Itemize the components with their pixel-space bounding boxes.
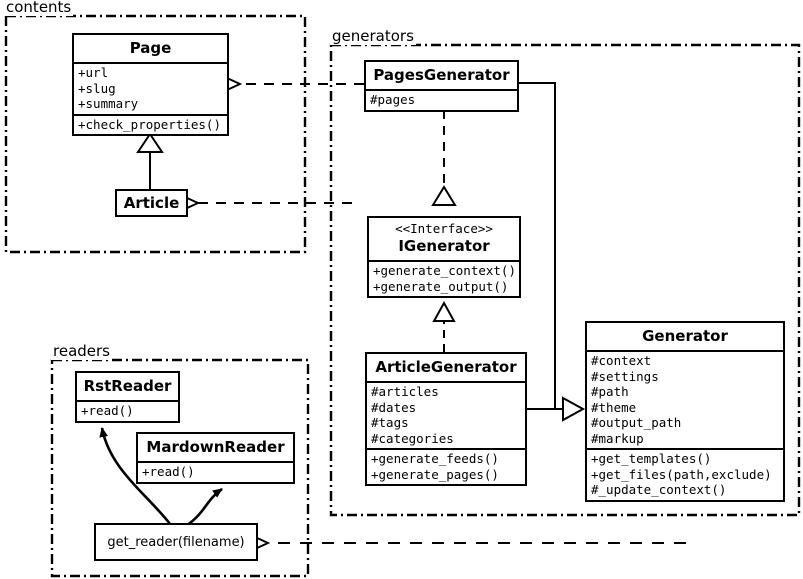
class-articlegenerator-attribute: #dates [371,399,417,415]
class-rstreader-title: RstReader [83,377,172,395]
class-page-method: +check_properties() [78,116,221,132]
class-mardownreader-title: MardownReader [146,438,285,456]
class-page-attribute: +slug [78,80,116,96]
class-article-title: Article [123,194,180,212]
package-label-contents: contents [4,0,74,16]
class-generator-method: #_update_context() [591,482,727,497]
class-articlegenerator[interactable]: ArticleGenerator #articles #dates #tags … [365,352,527,486]
class-articlegenerator-method: +generate_pages() [371,466,499,482]
class-articlegenerator-attribute: #categories [371,430,454,446]
package-label-generators: generators [330,27,416,45]
class-generator-attribute: #markup [591,430,644,446]
class-pagesgenerator-attribute: #pages [370,92,416,107]
class-generator-method: +get_templates() [591,451,712,466]
class-igenerator-title: IGenerator [398,237,490,255]
realization-articlegenerator-to-igenerator [432,300,456,352]
class-pagesgenerator-attributes: #pages [366,89,517,110]
class-page-methods: +check_properties() [74,113,227,135]
class-generator-attribute: #path [591,384,629,399]
class-article[interactable]: Article [115,189,188,217]
class-generator-attribute: #theme [591,399,637,415]
class-generator-method: +get_files(path,exclude) [591,466,772,482]
class-articlegenerator-title: ArticleGenerator [375,358,517,376]
class-articlegenerator-attribute: #articles [371,384,439,399]
class-mardownreader[interactable]: MardownReader +read() [136,432,295,484]
realization-pagesgenerator-to-igenerator [431,110,457,206]
class-page-title: Page [129,39,172,57]
class-articlegenerator-method: +generate_feeds() [371,451,499,466]
class-articlegenerator-methods: +generate_feeds() +generate_pages() [367,448,525,484]
class-articlegenerator-attributes: #articles #dates #tags #categories [367,381,525,448]
class-page[interactable]: Page +url +slug +summary +check_properti… [72,33,229,136]
class-generator-attribute: #context [591,353,652,368]
class-igenerator-method: +generate_context() [373,263,516,278]
class-igenerator-methods: +generate_context() +generate_output() [369,260,519,296]
class-page-attribute: +summary [78,96,139,111]
class-rstreader-method: +read() [81,403,134,418]
class-mardownreader-methods: +read() [138,461,293,482]
class-pagesgenerator-title: PagesGenerator [373,66,510,84]
class-generator[interactable]: Generator #context #settings #path #them… [585,321,785,502]
association-get-reader-to-mardownreader [185,487,223,528]
generalization-articlegenerator-to-generator [527,396,586,422]
class-pagesgenerator[interactable]: PagesGenerator #pages [364,60,519,112]
class-igenerator-method: +generate_output() [373,278,509,294]
class-rstreader[interactable]: RstReader +read() [75,371,180,423]
class-igenerator[interactable]: <<Interface>> IGenerator +generate_conte… [367,216,521,298]
function-box-get-reader-label: get_reader(filename) [107,534,245,550]
class-mardownreader-method: +read() [142,464,195,479]
class-articlegenerator-attribute: #tags [371,415,409,430]
class-generator-attribute: #output_path [591,415,682,430]
class-generator-attributes: #context #settings #path #theme #output_… [587,350,783,448]
class-igenerator-stereotype-block: <<Interface>> IGenerator [369,218,519,260]
class-generator-attribute: #settings [591,368,659,384]
generalization-article-to-page [136,132,164,189]
class-page-attributes: +url +slug +summary [74,62,227,114]
class-page-attribute: +url [78,65,109,80]
class-generator-methods: +get_templates() +get_files(path,exclude… [587,448,783,500]
function-box-get-reader[interactable]: get_reader(filename) [94,523,258,561]
package-label-readers: readers [51,342,112,360]
class-generator-title: Generator [642,327,728,345]
class-rstreader-methods: +read() [77,400,178,421]
class-igenerator-stereotype: <<Interface>> [395,221,493,236]
